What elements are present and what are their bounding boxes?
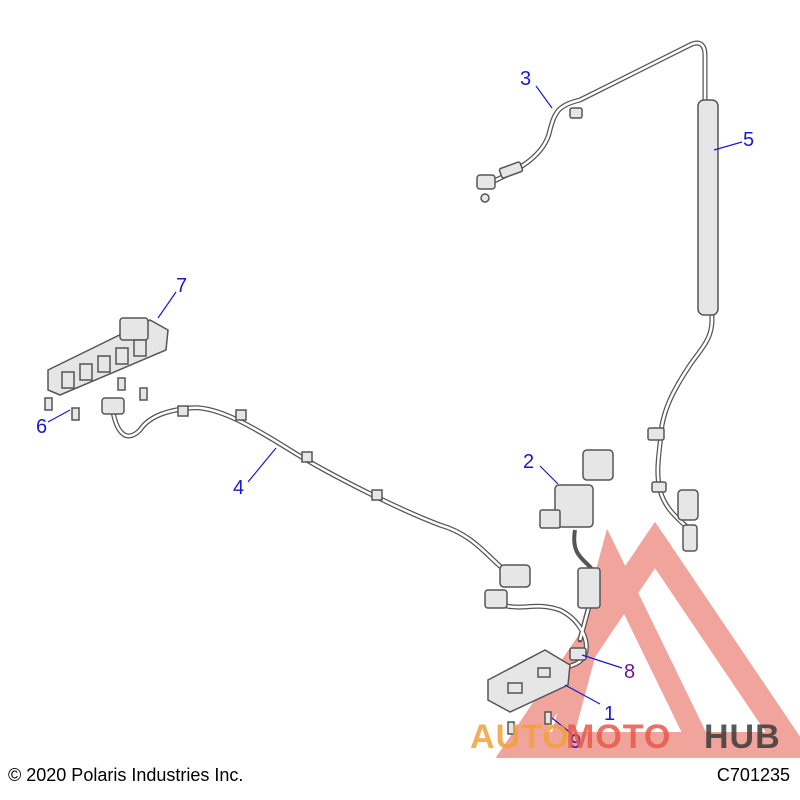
connector-part-3 [476,161,524,203]
control-module-part-1 [487,649,571,713]
callout-6: 6 [36,416,47,438]
harness-part-4 [109,402,508,573]
svg-text:AUTO: AUTO [470,718,570,756]
svg-text:HUB: HUB [704,718,781,756]
leader-lines [47,85,743,735]
callout-5: 5 [743,129,754,151]
screws-part-9 [507,711,552,735]
callout-3: 3 [520,68,531,90]
callout-1: 1 [604,703,615,725]
connector-part-5-end [569,107,699,552]
callout-7: 7 [176,275,187,297]
screws-part-6 [44,377,148,421]
sleeve-part-5 [697,99,719,316]
svg-text:MOTO: MOTO [566,718,671,756]
watermark-logo-shape [495,521,800,758]
copyright-text: © 2020 Polaris Industries Inc. [8,765,244,785]
callout-9: 9 [570,731,581,753]
callout-2: 2 [523,451,534,473]
connectors-part-8 [484,567,601,661]
figure-id: C701235 [716,765,790,785]
watermark-text: AUTO MOTO HUB [470,718,781,756]
module-part-2 [539,449,614,576]
relay-block-part-7 [47,317,169,396]
callout-8: 8 [624,661,635,683]
clips-part-4 [101,397,531,588]
callout-4: 4 [233,477,244,499]
